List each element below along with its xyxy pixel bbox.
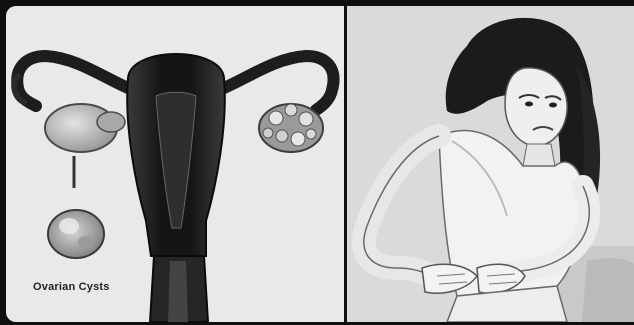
uterus-illustration-panel: Ovarian Cysts <box>6 6 344 322</box>
right-ovary-polycystic <box>259 104 323 152</box>
left-fallopian-tube <box>17 56 128 106</box>
woman-in-pain-illustration <box>347 6 634 322</box>
woman-face <box>505 68 567 146</box>
ovarian-cysts-label: Ovarian Cysts <box>33 281 110 293</box>
right-fallopian-tube <box>224 56 334 110</box>
uterus-illustration <box>6 6 344 322</box>
woman-pain-illustration-panel <box>347 6 634 322</box>
cyst-detail <box>48 210 104 258</box>
